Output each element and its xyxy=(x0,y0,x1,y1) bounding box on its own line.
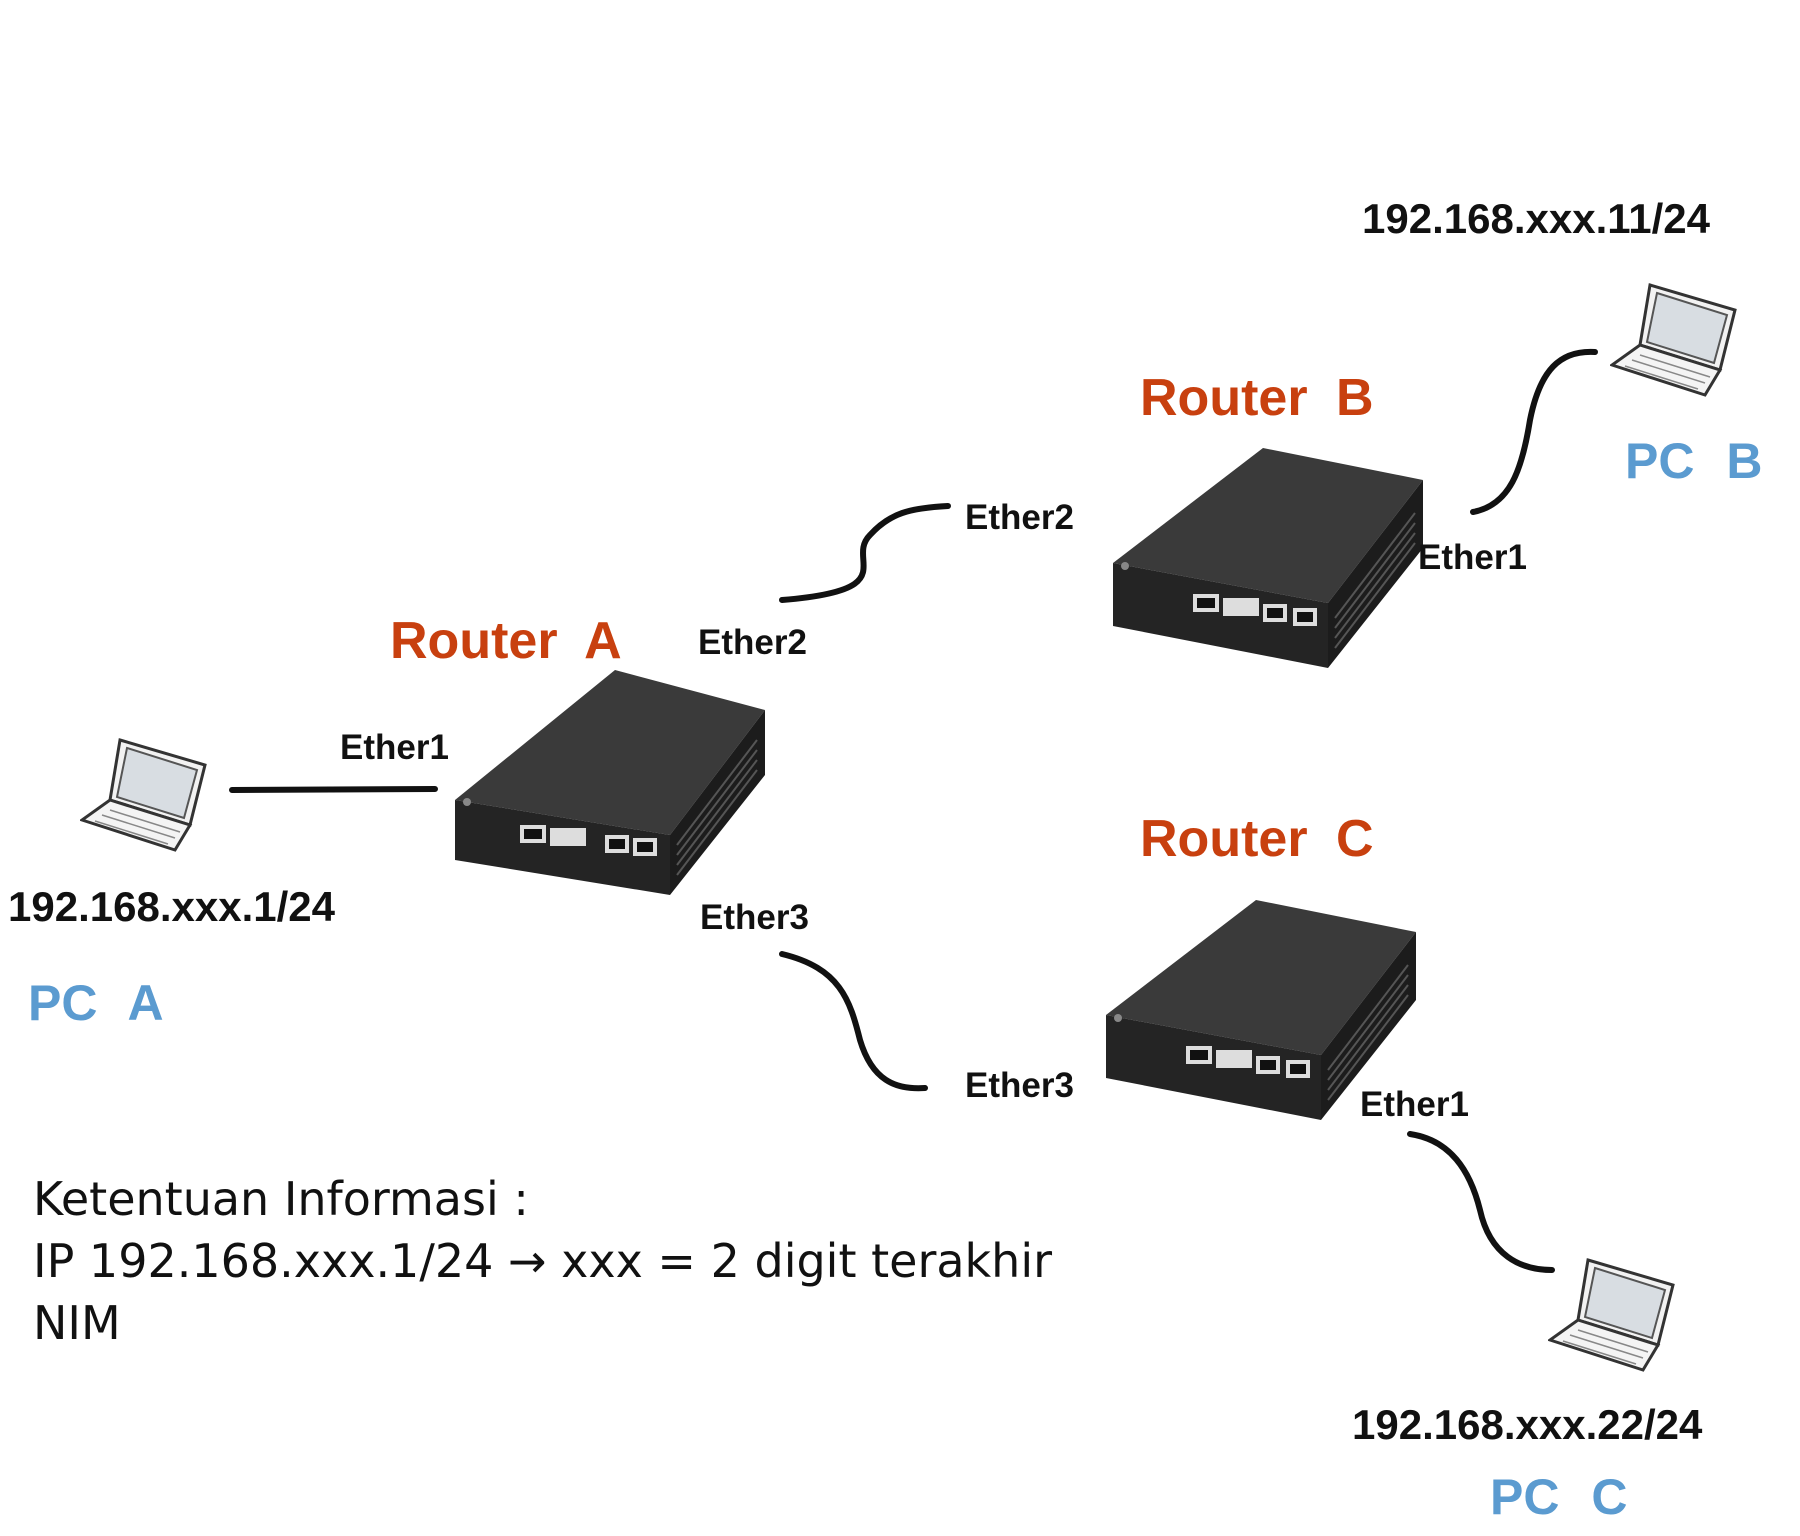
port-label-router-b-ether1: Ether1 xyxy=(1418,538,1527,577)
laptop-icon xyxy=(1548,1258,1675,1372)
port-label-router-c-ether1: Ether1 xyxy=(1360,1085,1469,1124)
port-label-router-a-ether2: Ether2 xyxy=(698,623,807,662)
router-device-icon xyxy=(1113,448,1423,668)
info-line-2: IP 192.168.xxx.1/24 → xxx = 2 digit tera… xyxy=(33,1234,1053,1288)
router-c-label: Router C xyxy=(1140,810,1374,868)
cable-routerb-pcb xyxy=(1470,348,1598,515)
router-b-label: Router B xyxy=(1140,369,1374,427)
port-label-router-c-ether3: Ether3 xyxy=(965,1066,1074,1105)
info-line-1: Ketentuan Informasi : xyxy=(33,1172,529,1226)
pc-c-ip: 192.168.xxx.22/24 xyxy=(1352,1401,1703,1448)
info-note: Ketentuan Informasi : IP 192.168.xxx.1/2… xyxy=(33,1168,1052,1354)
pc-a-ip: 192.168.xxx.1/24 xyxy=(8,883,335,930)
port-label-router-a-ether1: Ether1 xyxy=(340,728,449,767)
cable-routerc-pcc xyxy=(1407,1131,1555,1273)
laptop-icon xyxy=(1610,283,1737,397)
cable-pca-routera xyxy=(229,786,438,793)
cable-routera-routerc xyxy=(779,951,928,1092)
router-device-icon xyxy=(1106,900,1416,1120)
pc-c-label: PC C xyxy=(1490,1469,1628,1525)
pc-b-label: PC B xyxy=(1625,433,1763,489)
pc-b-ip: 192.168.xxx.11/24 xyxy=(1362,195,1711,242)
router-device-icon xyxy=(455,670,765,895)
router-a-label: Router A xyxy=(390,612,622,670)
info-line-3: NIM xyxy=(33,1296,121,1350)
pc-a-label: PC A xyxy=(28,975,164,1031)
port-label-router-b-ether2: Ether2 xyxy=(965,498,1074,537)
port-label-router-a-ether3: Ether3 xyxy=(700,898,809,937)
cable-routera-routerb xyxy=(779,503,951,603)
laptop-icon xyxy=(80,738,207,852)
